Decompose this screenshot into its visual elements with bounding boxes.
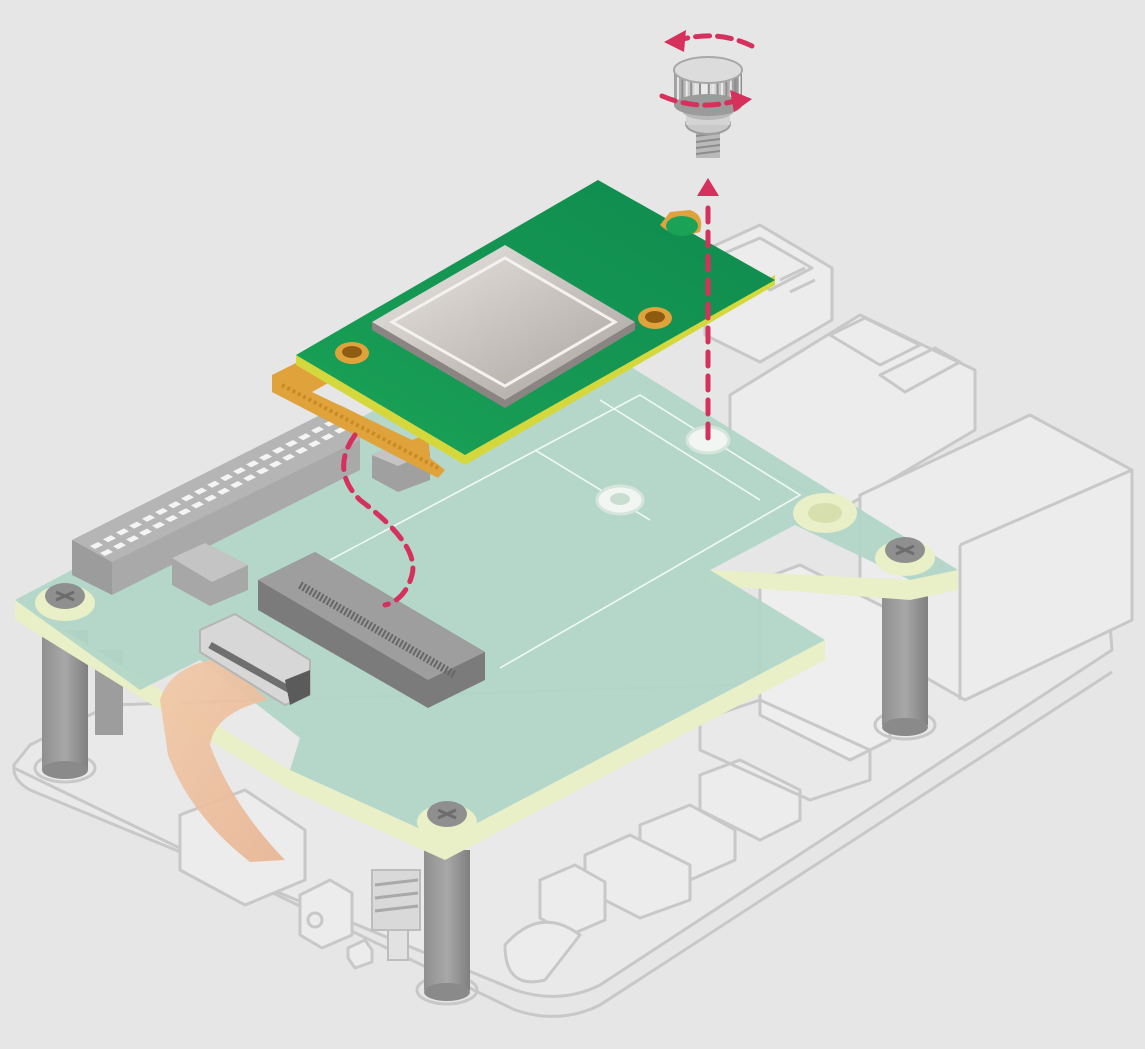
- thumb-screw: [673, 56, 743, 158]
- module-gold-fingers: [272, 350, 445, 478]
- connector-bottom-8: [346, 938, 374, 970]
- hat-mount-hole: [595, 484, 645, 516]
- gpio-pin: [103, 535, 116, 543]
- gpio-pin: [155, 508, 168, 515]
- bottom-screw: [371, 869, 421, 961]
- component-right-1: [758, 563, 892, 762]
- gpio-pin: [272, 446, 285, 454]
- gpio-pin: [204, 494, 217, 502]
- gpio-pin: [217, 487, 230, 495]
- gpio-pin: [126, 535, 139, 543]
- base-plate-edge: [13, 670, 1113, 1018]
- module-insertion-path: [341, 432, 416, 608]
- standoff-front: [424, 850, 470, 990]
- gpio-pin: [113, 542, 126, 550]
- module-chip: [370, 245, 638, 408]
- gpio-pin: [207, 480, 220, 488]
- gpio-pin: [256, 467, 269, 475]
- connector-bottom-6: [298, 878, 354, 950]
- gpio-header: [72, 405, 360, 595]
- connector-bottom-4: [538, 863, 607, 937]
- connector-bottom-5: [503, 920, 582, 984]
- ribbon-cable: [160, 612, 311, 862]
- gpio-pins: [90, 412, 360, 556]
- module-hole-left: [335, 342, 369, 364]
- gpio-pin: [220, 474, 233, 481]
- gpio-pin: [191, 501, 204, 509]
- gpio-pin: [178, 508, 191, 516]
- gpio-pin: [308, 440, 321, 448]
- hat-screw-front: [417, 801, 477, 840]
- gpio-pin: [282, 453, 295, 461]
- gpio-pin: [139, 528, 152, 536]
- instruction-arrows: [341, 178, 719, 608]
- gpio-pin: [100, 549, 113, 556]
- gpio-pin: [295, 447, 308, 454]
- gpio-pin: [168, 501, 181, 509]
- standoff-right: [882, 585, 928, 725]
- header-chip: [172, 543, 248, 606]
- hat-mount-hole-right: [793, 493, 857, 533]
- gpio-pin: [142, 514, 155, 522]
- gpio-pin: [129, 521, 142, 529]
- gpio-pin: [233, 467, 246, 475]
- screw-rotation-arrow: [659, 30, 755, 112]
- gpio-pin: [116, 528, 129, 536]
- hat-screw-left: [35, 583, 95, 621]
- gpio-pin: [165, 515, 178, 522]
- component-right-2: [698, 698, 872, 802]
- gpio-pin: [246, 460, 259, 468]
- gpio-pin: [152, 521, 165, 529]
- screw-removal-arrowhead: [697, 178, 719, 196]
- gpio-pin: [259, 453, 272, 461]
- m2-module: [272, 180, 775, 478]
- gpio-pin: [269, 460, 282, 468]
- gpio-pin: [243, 474, 256, 482]
- module-hole-right: [638, 307, 672, 329]
- gpio-pin: [194, 487, 207, 495]
- hat-screw-right: [875, 537, 935, 576]
- gpio-pin: [285, 440, 298, 447]
- gpio-pin: [298, 433, 311, 441]
- gpio-pin: [90, 542, 103, 549]
- gpio-pin: [230, 481, 243, 488]
- gpio-pin: [181, 494, 194, 502]
- m2-slot-connector: [258, 552, 485, 708]
- gpio-pin: [321, 433, 334, 441]
- gpio-pin: [311, 426, 324, 434]
